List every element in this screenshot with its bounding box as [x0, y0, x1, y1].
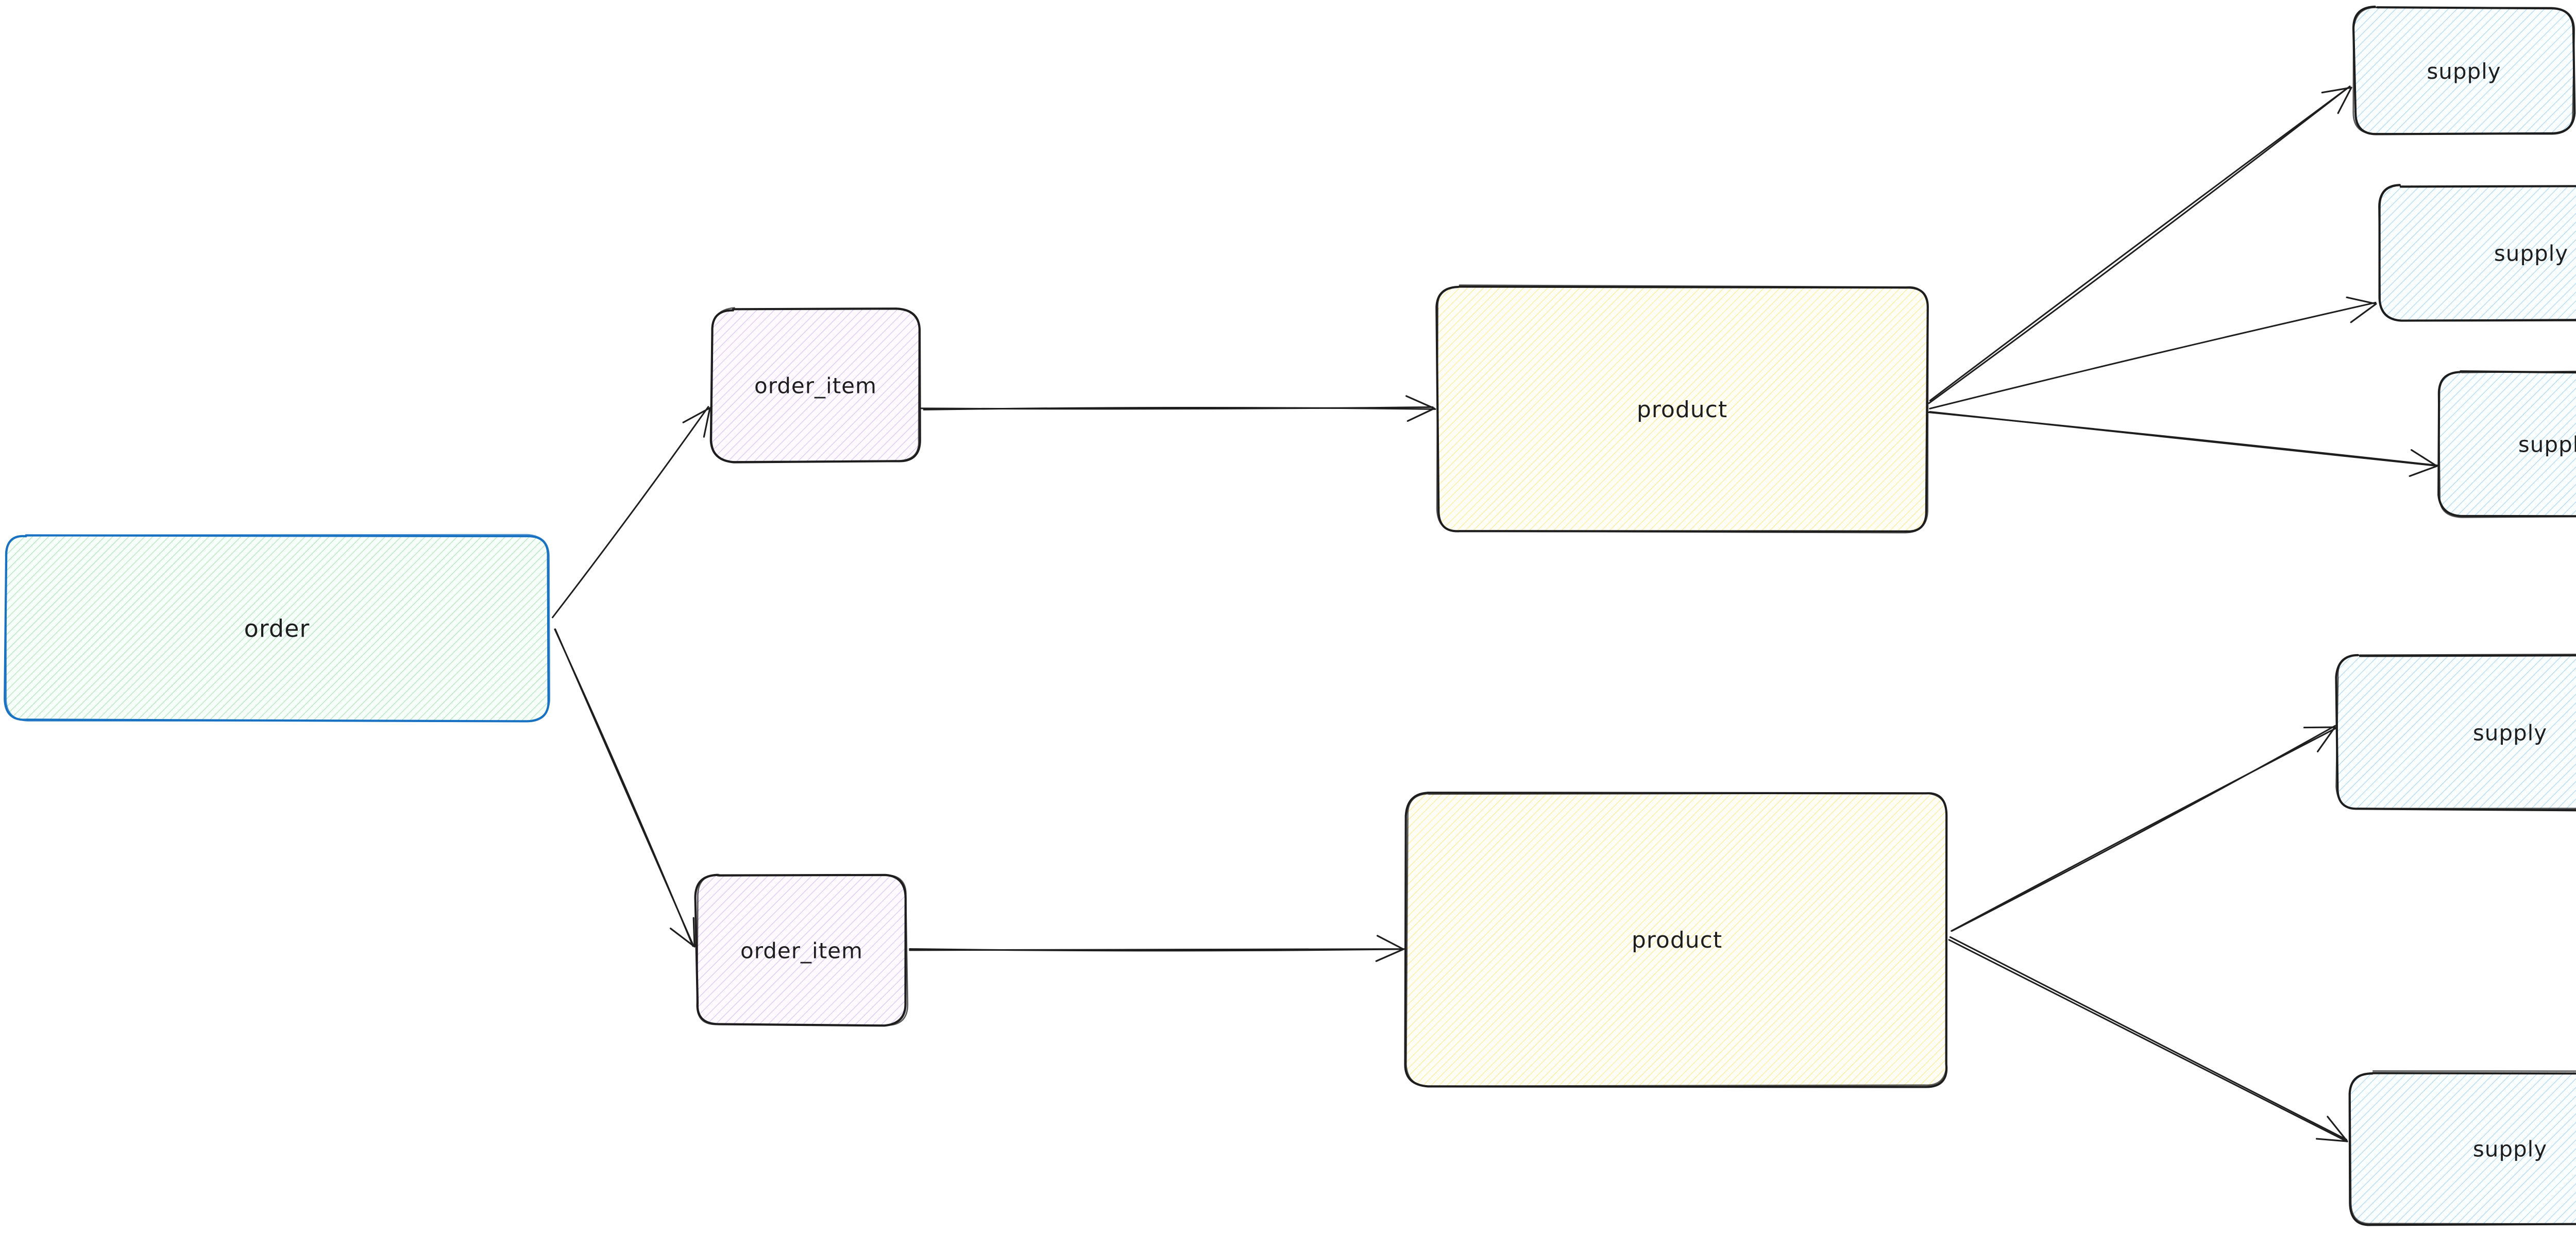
node-outline [2352, 5, 2576, 135]
node-order_item_top[interactable]: order_item [709, 307, 921, 464]
node-label-supply_3: supply [2518, 432, 2576, 457]
node-label-supply_4: supply [2473, 721, 2547, 746]
node-label-product_bottom: product [1632, 927, 1722, 953]
node-hatch-fill [712, 309, 920, 463]
edge-product_top-to-supply_1 [1928, 85, 2352, 404]
node-outline [1405, 792, 1947, 1087]
edge-product_bottom-to-supply_4 [1951, 725, 2336, 932]
edge-stroke [1927, 411, 2438, 467]
node-hatch-fill [5, 535, 549, 721]
node-label-product_top: product [1637, 397, 1727, 423]
node-supply_5[interactable]: supply [2348, 1070, 2576, 1226]
edges-layer [551, 85, 2438, 1142]
node-outline [2335, 654, 2576, 810]
edge-stroke [551, 406, 709, 619]
node-order[interactable]: order [4, 534, 551, 723]
arrow-head-icon [1375, 935, 1404, 962]
arrow-head-icon [2303, 726, 2336, 752]
node-hatch-fill [1405, 793, 1948, 1086]
edge-stroke [1949, 936, 2347, 1141]
edge-order_item_bottom-to-product_bottom [909, 935, 1405, 962]
nodes-layer: orderorder_itemorder_itemproductproducts… [4, 5, 2576, 1226]
node-label-supply_1: supply [2427, 59, 2501, 84]
edge-stroke [1928, 85, 2351, 404]
node-outline [710, 307, 920, 463]
edge-product_bottom-to-supply_5 [1948, 936, 2348, 1142]
node-hatch-fill [2337, 655, 2576, 810]
node-outline [2335, 654, 2576, 812]
edge-stroke [909, 948, 1404, 952]
node-order_item_bottom[interactable]: order_item [694, 874, 908, 1027]
node-outline [2437, 370, 2576, 518]
edge-stroke [1929, 85, 2351, 402]
edge-stroke [923, 407, 1436, 410]
node-outline [5, 534, 551, 722]
edge-stroke [554, 628, 694, 947]
node-outline [2349, 1070, 2576, 1225]
node-outline [2352, 7, 2575, 135]
node-label-order_item_bottom: order_item [740, 938, 863, 964]
edge-order_item_top-to-product_top [920, 395, 1436, 422]
node-hatch-fill [697, 875, 907, 1026]
node-outline [2378, 184, 2576, 321]
edge-product_top-to-supply_2 [1929, 296, 2377, 409]
edge-stroke [1929, 301, 2377, 409]
node-hatch-fill [2379, 184, 2576, 321]
node-label-order_item_top: order_item [754, 373, 877, 399]
arrow-head-icon [669, 917, 696, 948]
arrow-head-icon [682, 407, 711, 438]
node-supply_2[interactable]: supply [2378, 184, 2576, 322]
edge-order-to-order_item_top [551, 406, 711, 619]
node-supply_4[interactable]: supply [2335, 654, 2576, 812]
node-outline [696, 874, 908, 1026]
arrow-head-icon [2321, 87, 2352, 114]
node-hatch-fill [2439, 372, 2576, 517]
arrow-head-icon [1405, 395, 1435, 422]
node-hatch-fill [2350, 1072, 2576, 1225]
node-hatch-fill [2354, 7, 2573, 134]
node-label-supply_5: supply [2473, 1137, 2547, 1162]
arrow-head-icon [2409, 449, 2438, 477]
node-label-supply_2: supply [2494, 241, 2568, 266]
node-hatch-fill [1437, 286, 1928, 532]
node-supply_3[interactable]: supply [2437, 370, 2576, 518]
edge-stroke [1948, 939, 2348, 1142]
arrow-head-icon [2346, 296, 2377, 323]
edge-stroke [1951, 727, 2336, 932]
node-product_bottom[interactable]: product [1404, 792, 1948, 1088]
node-outline [1436, 284, 1929, 534]
edge-order-to-order_item_bottom [554, 628, 696, 948]
edge-stroke [1951, 725, 2336, 932]
node-label-order: order [244, 615, 310, 643]
node-supply_1[interactable]: supply [2352, 5, 2576, 135]
node-product_top[interactable]: product [1435, 284, 1929, 534]
edge-product_top-to-supply_3 [1927, 411, 2438, 477]
arrow-head-icon [2315, 1116, 2348, 1142]
